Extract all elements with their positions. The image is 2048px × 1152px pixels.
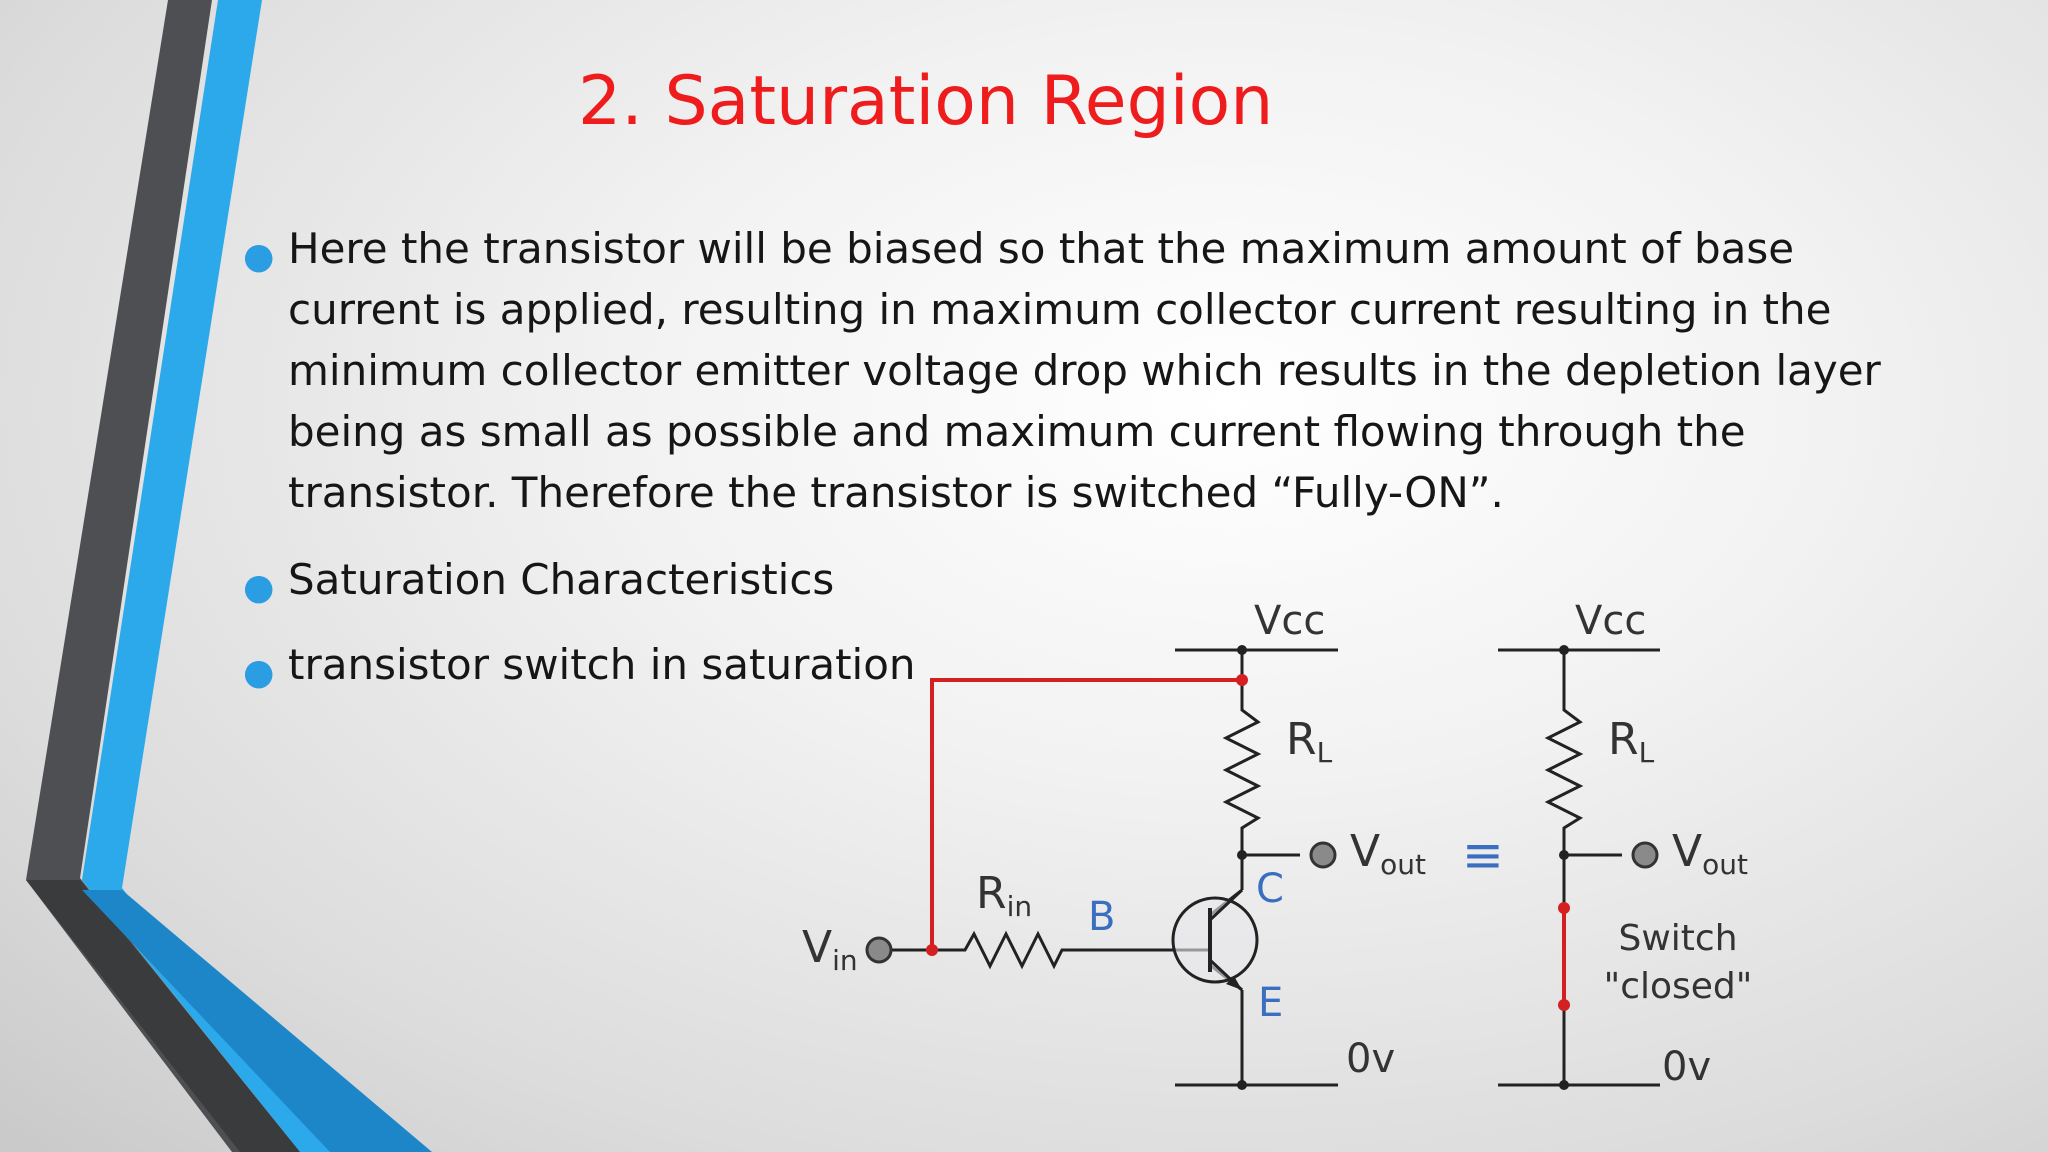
collector-label: C xyxy=(1256,866,1284,912)
bullet-dot-icon: ● xyxy=(243,567,275,608)
vout-right-label: Vout xyxy=(1672,826,1748,881)
emitter-arrow-icon xyxy=(1226,976,1242,990)
saturation-circuit-diagram: Vcc Vcc RL RL Vout Vout ≡ Rin Vin B C E … xyxy=(802,598,1753,1090)
decor-gray-band xyxy=(26,0,300,1152)
switch-label: Switch xyxy=(1618,918,1737,959)
junction-dot xyxy=(1237,850,1247,860)
junction-dot xyxy=(1237,645,1247,655)
slide-title: 2. Saturation Region xyxy=(578,62,1274,141)
emitter-label: E xyxy=(1258,980,1283,1026)
saturation-current-path xyxy=(930,678,1242,950)
bullet-item: ● Saturation Characteristics xyxy=(240,549,1900,610)
junction-dot xyxy=(1559,645,1569,655)
bullet-text: Saturation Characteristics xyxy=(288,555,835,604)
decor-blue-lower xyxy=(82,890,432,1152)
bullet-dot-icon: ● xyxy=(243,236,275,277)
junction-dot xyxy=(926,944,938,956)
rl-right-resistor xyxy=(1544,700,1584,850)
bullet-item: ● transistor switch in saturation xyxy=(240,634,1900,695)
equivalence-symbol: ≡ xyxy=(1462,826,1504,884)
rl-left-label: RL xyxy=(1286,714,1333,769)
vcc-right-label: Vcc xyxy=(1575,598,1646,644)
transistor-symbol xyxy=(1171,896,1259,984)
zero-left-label: 0v xyxy=(1346,1036,1395,1082)
vin-label: Vin xyxy=(802,922,858,977)
vout-left-label: Vout xyxy=(1350,826,1426,881)
junction-dot xyxy=(1559,1080,1569,1090)
rl-right-label: RL xyxy=(1608,714,1655,769)
bullet-item: ● Here the transistor will be biased so … xyxy=(240,218,1900,523)
decor-dark-lower xyxy=(26,880,300,1152)
zero-right-label: 0v xyxy=(1662,1044,1711,1090)
bullet-dot-icon: ● xyxy=(243,652,275,693)
bullet-text: transistor switch in saturation xyxy=(288,640,916,689)
bullet-text: Here the transistor will be biased so th… xyxy=(288,224,1881,517)
bullet-list: ● Here the transistor will be biased so … xyxy=(240,218,1900,695)
junction-dot xyxy=(1236,674,1248,686)
junction-dot xyxy=(1237,1080,1247,1090)
slide-decoration xyxy=(26,0,432,1152)
vout-left-terminal xyxy=(1309,841,1337,869)
switch-state-label: "closed" xyxy=(1604,966,1753,1007)
base-label: B xyxy=(1088,894,1115,940)
vin-terminal xyxy=(865,936,893,964)
junction-dot xyxy=(1558,902,1570,914)
decor-blue-band xyxy=(82,0,330,1152)
rl-left-resistor xyxy=(1222,700,1262,850)
vout-right-terminal xyxy=(1631,841,1659,869)
rin-resistor xyxy=(932,930,1070,970)
junction-dot xyxy=(1558,999,1570,1011)
vcc-left-label: Vcc xyxy=(1254,598,1325,644)
rin-label: Rin xyxy=(976,868,1032,923)
junction-dot xyxy=(1559,850,1569,860)
